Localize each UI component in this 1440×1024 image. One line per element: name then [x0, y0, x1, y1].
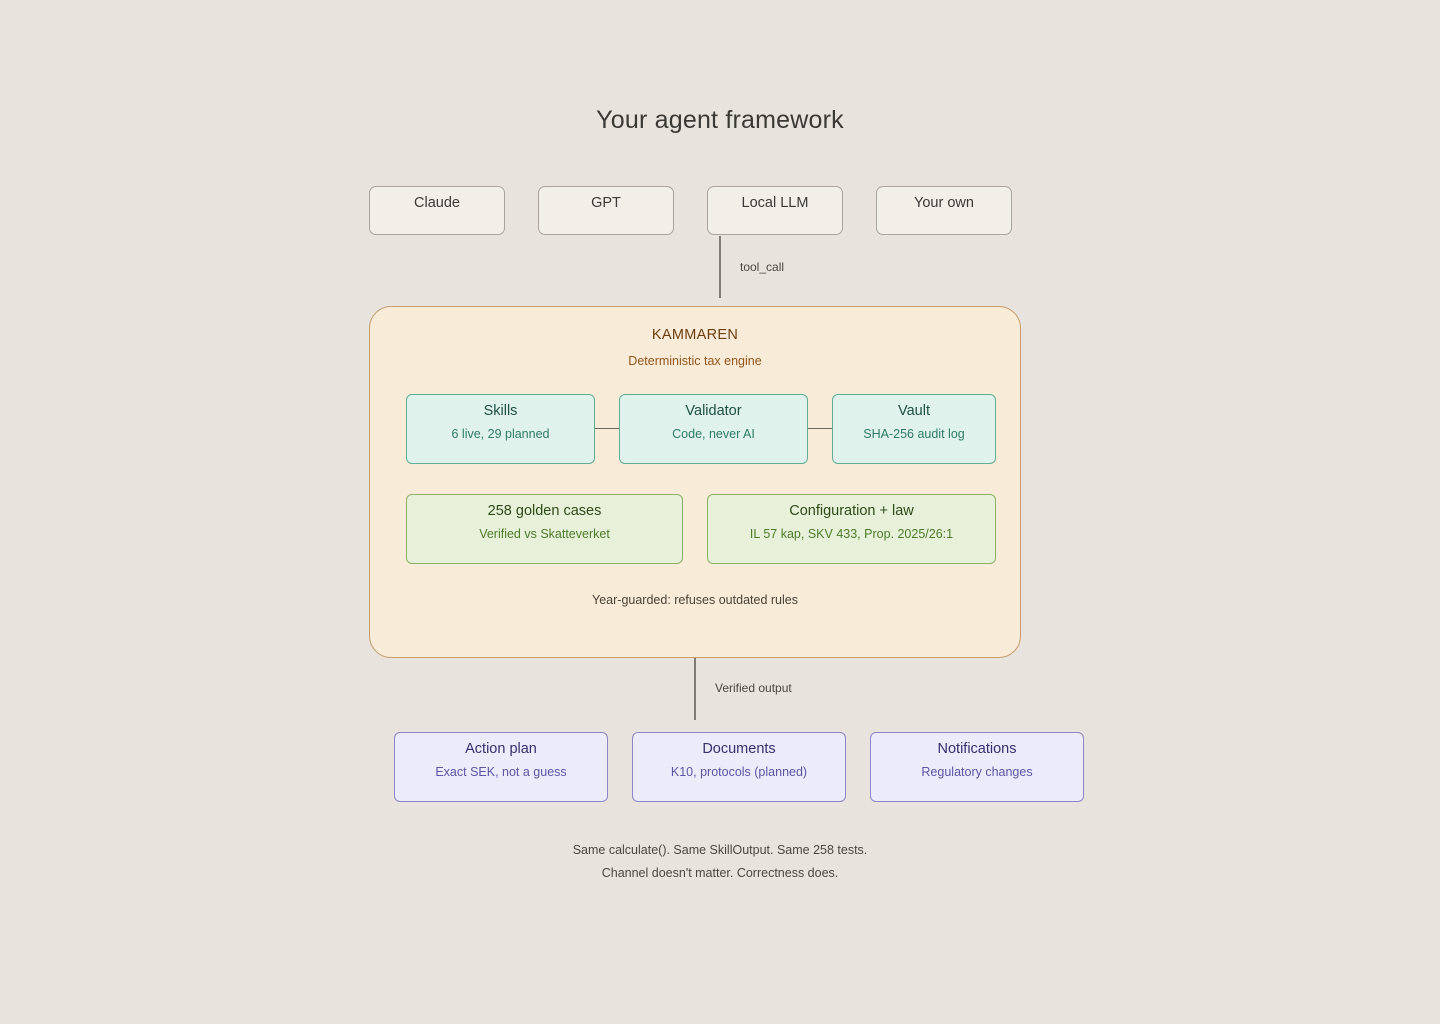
- component-title: Vault: [898, 403, 930, 419]
- component-subtitle: 6 live, 29 planned: [451, 427, 550, 441]
- component-validator: Validator Code, never AI: [619, 394, 808, 464]
- output-title: Action plan: [465, 741, 537, 757]
- data-source-subtitle: IL 57 kap, SKV 433, Prop. 2025/26:1: [749, 527, 954, 541]
- data-configuration-law: Configuration + law IL 57 kap, SKV 433, …: [707, 494, 996, 564]
- provider-claude: Claude: [369, 186, 505, 235]
- component-subtitle: SHA-256 audit log: [863, 427, 965, 441]
- verified-output-connector: [694, 658, 696, 720]
- output-subtitle: Exact SEK, not a guess: [435, 765, 567, 779]
- diagram-title: Your agent framework: [596, 106, 844, 134]
- provider-gpt: GPT: [538, 186, 674, 235]
- output-notifications: Notifications Regulatory changes: [870, 732, 1084, 802]
- tool-call-label: tool_call: [740, 260, 785, 274]
- data-golden-cases: 258 golden cases Verified vs Skatteverke…: [406, 494, 683, 564]
- component-vault: Vault SHA-256 audit log: [832, 394, 996, 464]
- component-subtitle: Code, never AI: [672, 427, 755, 441]
- output-action-plan: Action plan Exact SEK, not a guess: [394, 732, 608, 802]
- output-subtitle: Regulatory changes: [921, 765, 1033, 779]
- data-source-title: Configuration + law: [789, 503, 914, 519]
- engine-title: KAMMAREN: [651, 327, 739, 343]
- footer-line-2: Channel doesn't matter. Correctness does…: [601, 866, 839, 880]
- provider-your-own: Your own: [876, 186, 1012, 235]
- engine-note: Year-guarded: refuses outdated rules: [592, 593, 798, 607]
- data-source-title: 258 golden cases: [487, 503, 602, 519]
- tool-call-connector: [719, 236, 721, 298]
- output-title: Documents: [702, 741, 776, 757]
- output-subtitle: K10, protocols (planned): [670, 765, 808, 779]
- verified-output-label: Verified output: [715, 681, 792, 695]
- component-skills: Skills 6 live, 29 planned: [406, 394, 595, 464]
- output-documents: Documents K10, protocols (planned): [632, 732, 846, 802]
- data-source-subtitle: Verified vs Skatteverket: [479, 527, 610, 541]
- engine-container: [369, 306, 1021, 658]
- output-title: Notifications: [937, 741, 1017, 757]
- skills-validator-connector: [595, 428, 619, 429]
- component-title: Skills: [483, 403, 518, 419]
- engine-subtitle: Deterministic tax engine: [628, 354, 762, 368]
- component-title: Validator: [685, 403, 742, 419]
- provider-local-llm: Local LLM: [707, 186, 843, 235]
- validator-vault-connector: [808, 428, 832, 429]
- footer-line-1: Same calculate(). Same SkillOutput. Same…: [572, 843, 868, 857]
